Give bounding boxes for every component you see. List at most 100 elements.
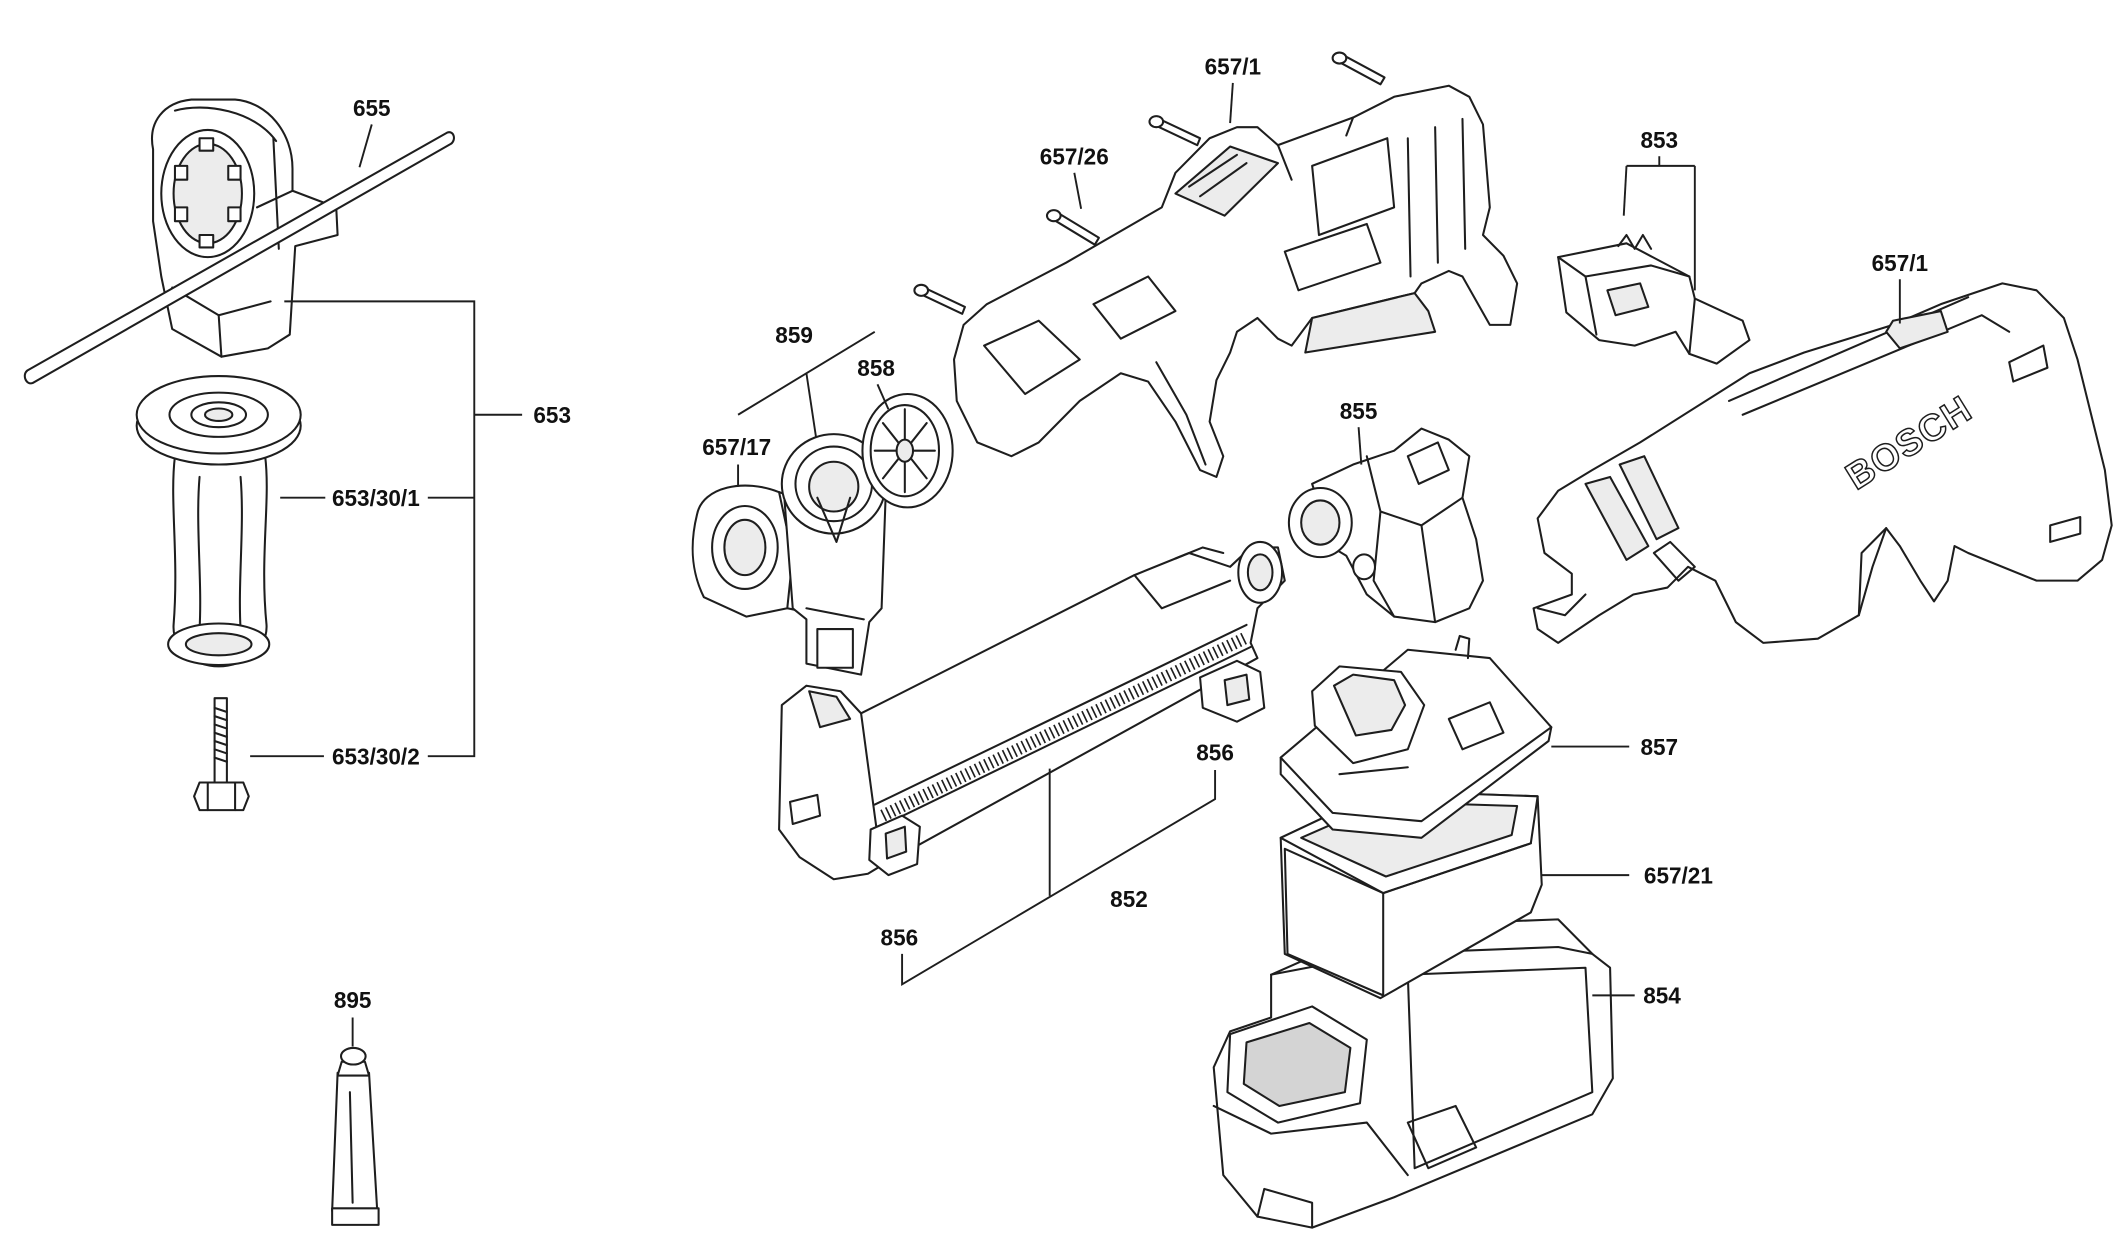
part-655-clamp	[151, 98, 339, 358]
part-853-lock-slider-detail-4	[1606, 282, 1650, 317]
callout-856-left: 856	[881, 924, 919, 950]
part-657-1-housing-half-detail-3	[1188, 153, 1248, 198]
part-653-30-2-bolt-detail-2	[213, 706, 228, 763]
part-653-30-1-side-handle-detail-8	[238, 475, 243, 631]
part-852-telescopic-tube-detail-7	[788, 793, 822, 825]
part-655-depth-rod	[23, 131, 455, 385]
part-895-grease-tube-detail-2	[331, 1207, 380, 1226]
part-855-elbow-connector	[1287, 427, 1484, 624]
part-857-filter-cover-detail-1	[1279, 648, 1553, 839]
callout-657-1-top: 657/1	[1205, 54, 1261, 80]
part-657-17-seal-plate	[691, 484, 808, 618]
part-853-lock-slider	[1557, 233, 1751, 365]
part-858-membrane-disc-detail-4	[895, 438, 915, 463]
part-895-grease-tube-detail-1	[331, 1071, 379, 1213]
part-655-clamp-detail-8	[173, 206, 189, 223]
part-854-dust-container	[1212, 918, 1614, 1229]
part-657-26-screw-4	[1331, 51, 1386, 86]
part-657-26-screw-2-detail-2	[1045, 209, 1062, 223]
part-655-clamp-detail-5	[198, 137, 215, 152]
part-657-1-housing-shell-detail-5	[2008, 344, 2049, 383]
part-657-26-screw-4-detail-2	[1331, 51, 1348, 65]
part-657-1-housing-shell-detail-1	[1532, 282, 2113, 644]
part-859-suction-adapter-detail-4	[808, 460, 860, 513]
part-655-clamp-detail-6	[173, 164, 189, 181]
leader-657-26	[1073, 172, 1083, 209]
part-853-lock-slider-detail-5	[1688, 297, 1696, 355]
callout-857: 857	[1640, 734, 1678, 760]
part-653-30-1-side-handle-detail-4	[168, 391, 269, 438]
callout-653-30-2: 653/30/2	[332, 743, 420, 769]
part-857-filter-cover-detail-2	[1279, 726, 1553, 823]
part-655-clamp-detail-4	[172, 142, 243, 245]
callout-657-1-right: 657/1	[1872, 250, 1928, 276]
part-852-telescopic-tube-detail-4	[879, 645, 1252, 828]
part-895-grease-tube-detail-5	[348, 1091, 354, 1204]
part-895-grease-tube-detail-4	[339, 1046, 367, 1066]
leader-852-856-bracket	[901, 770, 1217, 987]
part-657-21-filter-detail-5	[1382, 842, 1532, 895]
callout-653-30-1: 653/30/1	[332, 485, 420, 511]
part-653-30-2-bolt-detail-4	[206, 781, 237, 812]
part-655-clamp-detail-9	[227, 206, 242, 223]
part-653-30-1-side-handle-detail-10	[184, 632, 253, 657]
part-856-end-cap-left	[868, 814, 921, 877]
part-852-telescopic-tube-detail-10	[1246, 553, 1274, 592]
part-852-telescopic-tube-detail-3	[873, 623, 1248, 806]
callout-655: 655	[353, 95, 391, 121]
callout-852: 852	[1110, 886, 1148, 912]
leader-858	[876, 383, 890, 410]
part-857-filter-cover-detail-6	[1454, 634, 1471, 660]
part-854-dust-container-detail-8	[1256, 1187, 1314, 1229]
callout-895: 895	[334, 987, 372, 1013]
part-657-1-housing-half-detail-6	[1311, 137, 1396, 237]
part-657-1-housing-shell-detail-6	[2049, 516, 2082, 543]
part-657-26-screw-1	[913, 283, 966, 315]
part-657-1-housing-half-detail-11	[1276, 116, 1355, 181]
part-657-26-screw-3	[1148, 115, 1202, 147]
part-852-telescopic-tube	[778, 540, 1286, 881]
part-858-membrane-disc	[861, 392, 954, 509]
part-857-filter-cover-detail-4	[1332, 673, 1407, 737]
part-657-1-housing-shell-detail-9	[1652, 540, 1696, 582]
part-657-21-filter-detail-2	[1283, 847, 1385, 997]
leader-859	[805, 373, 817, 438]
callout-859: 859	[775, 322, 813, 348]
part-657-1-housing-half-detail-10	[1304, 292, 1437, 354]
part-657-26-screw-1-detail-2	[913, 283, 930, 297]
part-657-26-screw-3-detail-2	[1148, 115, 1165, 129]
part-854-dust-container-detail-7	[1406, 1104, 1478, 1170]
callout-858: 858	[857, 355, 895, 381]
part-653-30-1-side-handle-detail-7	[197, 475, 202, 631]
part-655-depth-rod-detail-1	[23, 131, 455, 385]
part-853-lock-slider-detail-2	[1557, 256, 1691, 278]
part-853-lock-slider-detail-3	[1584, 275, 1598, 336]
part-859-suction-adapter-detail-5	[805, 496, 865, 621]
part-855-elbow-connector-detail-5	[1372, 510, 1396, 618]
part-855-elbow-connector-detail-6	[1352, 553, 1377, 581]
part-657-1-housing-half-detail-7	[983, 319, 1081, 396]
part-657-1-housing-half-detail-1	[952, 84, 1519, 478]
part-655-clamp-detail-13	[217, 314, 223, 358]
part-854-dust-container-detail-4	[1242, 1022, 1352, 1108]
callout-854: 854	[1643, 983, 1681, 1009]
part-856-end-cap-left-detail-2	[884, 825, 908, 860]
part-857-filter-cover-detail-5	[1447, 701, 1505, 751]
part-657-1-housing-shell-detail-7	[1584, 475, 1650, 561]
part-653-30-1-side-handle	[135, 374, 302, 668]
part-856-end-cap-center	[1199, 659, 1266, 723]
part-657-26-screw-2	[1045, 209, 1100, 246]
part-653-30-2-bolt-detail-3	[193, 781, 250, 812]
part-859-suction-adapter	[780, 433, 887, 676]
part-859-suction-adapter-detail-1	[783, 493, 887, 676]
part-657-1-housing-shell: BOSCH	[1532, 282, 2113, 644]
part-657-1-housing-shell-detail-10	[1857, 527, 1888, 617]
part-854-dust-container-detail-6	[1212, 1104, 1409, 1177]
part-655-clamp-detail-10	[198, 233, 215, 249]
part-895-grease-tube	[331, 1046, 380, 1226]
part-657-17-seal-plate-detail-4	[723, 518, 767, 577]
part-657-1-housing-shell-detail-4	[1885, 310, 1949, 350]
part-856-end-cap-center-detail-2	[1223, 673, 1251, 707]
part-653-30-1-side-handle-detail-1	[172, 455, 268, 668]
callout-653: 653	[533, 402, 571, 428]
